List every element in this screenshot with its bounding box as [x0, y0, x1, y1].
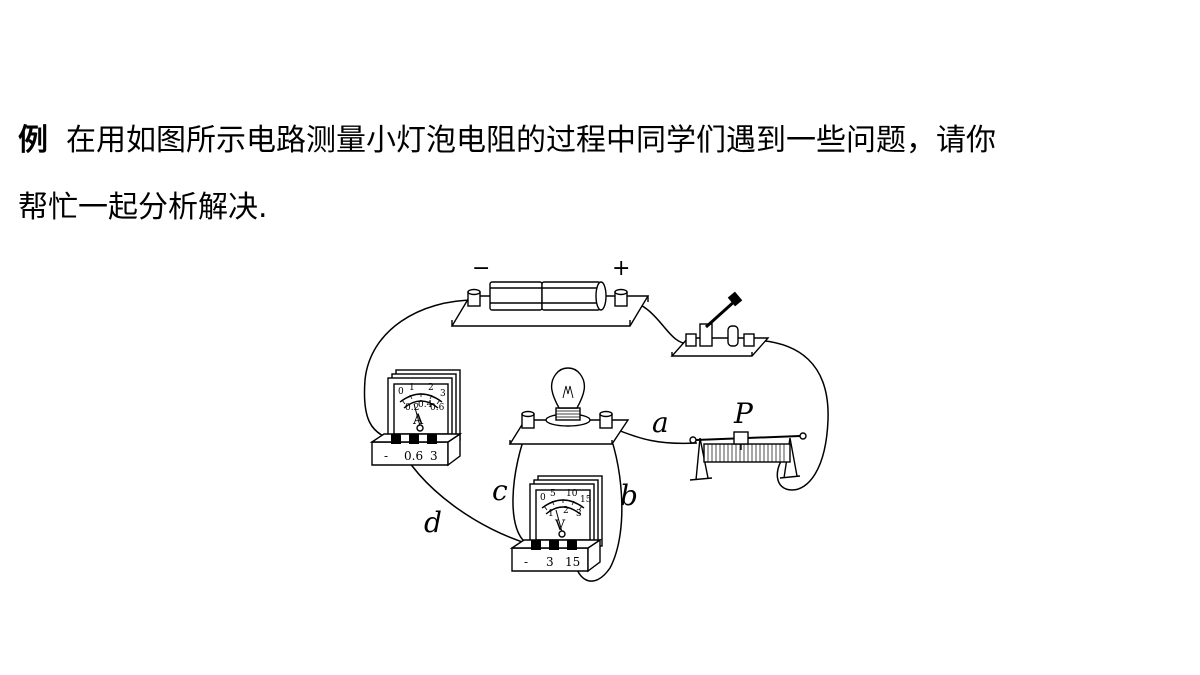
example-tag: 例 — [18, 123, 48, 158]
voltmeter-terminal-15: 15 — [565, 555, 580, 569]
battery-minus-sign: − — [472, 256, 490, 281]
question-line-2: 帮忙一起分析解决. — [18, 190, 268, 225]
ammeter-terminal-0-6: 0.6 — [404, 449, 423, 463]
ammeter-scale-top-2: 2 — [428, 383, 434, 393]
voltmeter-scale-top-2: 10 — [566, 489, 578, 499]
ammeter-scale-bottom-0: 0.2 — [405, 403, 419, 413]
voltmeter-terminal-3: 3 — [546, 555, 554, 569]
battery-plus-sign: + — [612, 256, 630, 281]
rheostat-slider-label: P — [733, 397, 754, 430]
ammeter-scale-top-0: 0 — [398, 387, 404, 397]
question-text-1: 在用如图所示电路测量小灯泡电阻的过程中同学们遇到一些问题，请你 — [66, 123, 996, 158]
voltmeter-scale-bottom-0: 1 — [548, 509, 554, 519]
ammeter-scale-bottom-2: 0.6 — [430, 403, 445, 413]
voltmeter-scale-top-3: 15 — [580, 495, 592, 505]
voltmeter-scale-bottom-2: 3 — [576, 509, 582, 519]
ammeter: 0 1 2 3 0.2 0.4 0.6 A - 0.6 3 — [369, 369, 463, 467]
battery: − + — [450, 256, 650, 327]
lamp — [508, 367, 630, 445]
voltmeter-scale-top-0: 0 — [540, 493, 546, 503]
wire-b — [571, 424, 623, 582]
question-line-1: 例在用如图所示电路测量小灯泡电阻的过程中同学们遇到一些问题，请你 — [18, 126, 996, 156]
ammeter-symbol: A — [412, 412, 424, 428]
voltmeter-scale-bottom-1: 2 — [563, 506, 569, 516]
wire-label-c: c — [492, 474, 508, 507]
ammeter-terminal-3: 3 — [430, 449, 438, 463]
voltmeter-scale-top-1: 5 — [550, 489, 556, 499]
ammeter-scale-top-1: 1 — [409, 383, 415, 393]
ammeter-terminal-minus: - — [384, 449, 388, 463]
wire-battery-ammeter — [363, 299, 476, 439]
switch — [670, 291, 770, 357]
wire-label-a: a — [652, 406, 669, 439]
wire-label-d: d — [424, 506, 442, 539]
voltmeter-terminal-minus: - — [524, 555, 528, 569]
voltmeter-symbol: V — [554, 518, 566, 534]
wire-label-b: b — [620, 479, 638, 512]
voltmeter: 0 5 10 15 1 2 3 V - 3 15 — [509, 475, 603, 573]
wire-switch-rheostat — [747, 339, 829, 491]
ammeter-scale-bottom-1: 0.4 — [418, 400, 433, 410]
ammeter-scale-top-3: 3 — [440, 389, 446, 399]
rheostat: P — [689, 397, 807, 481]
